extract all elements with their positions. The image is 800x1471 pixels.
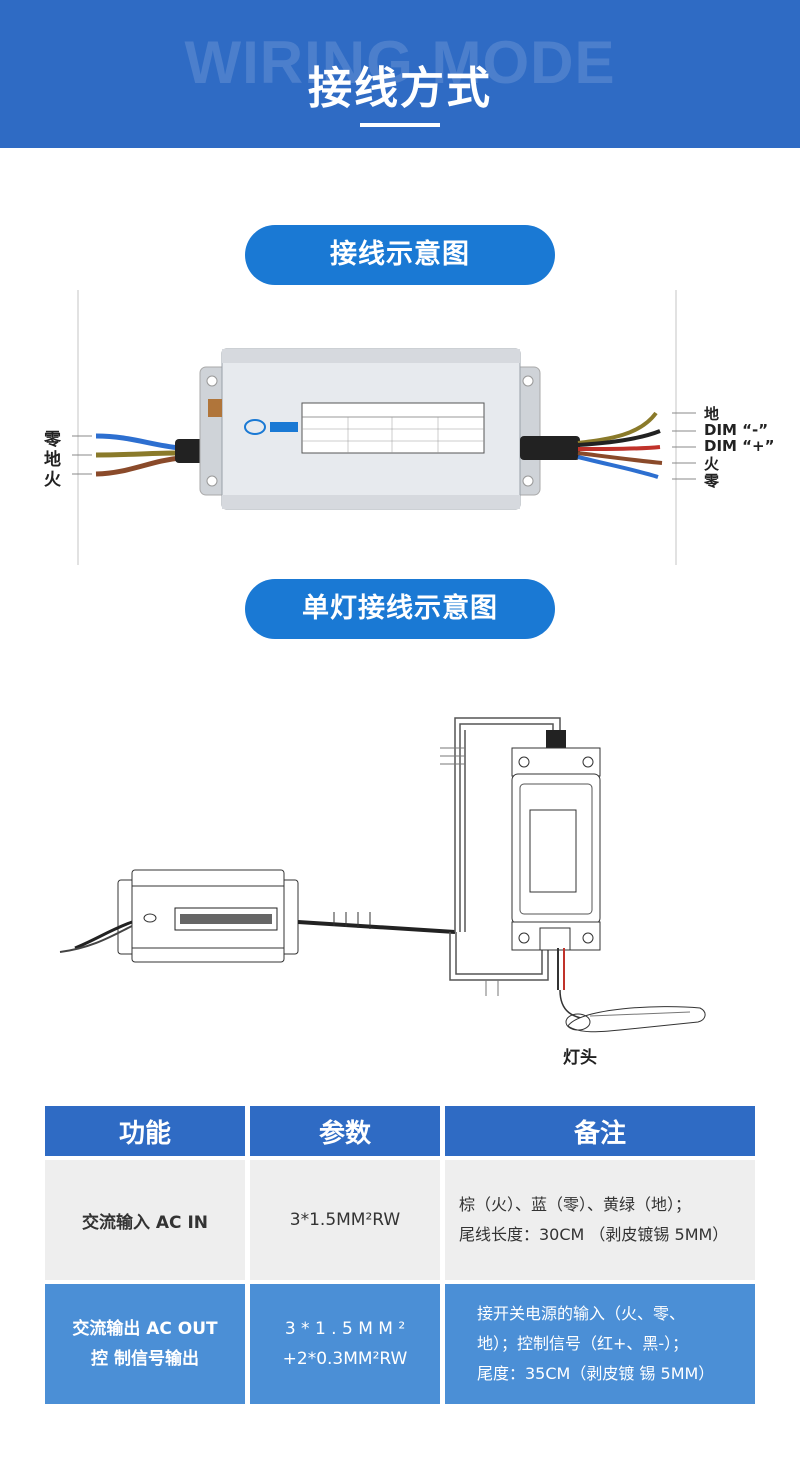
wiring-diagram xyxy=(72,290,696,565)
wire-label-right-live: 火 xyxy=(704,455,720,473)
table-row1-parameter: 3*1.5MM²RW xyxy=(250,1160,440,1280)
wire-label-right-neutral: 零 xyxy=(704,472,720,490)
table-row2-remarks: 接开关电源的输入（火、零、 地）；控制信号（红+、黑-）； 尾度：35CM（剥皮… xyxy=(445,1284,755,1404)
section-title-wiring-diagram: 接线示意图 xyxy=(245,225,555,285)
wire-label-right-dim-minus: DIM “-” xyxy=(704,421,769,439)
section-title-single-lamp-diagram: 单灯接线示意图 xyxy=(245,579,555,639)
wire-label-left-ground: 地 xyxy=(44,450,61,470)
table-row1-remarks: 棕（火）、蓝（零）、黄绿（地）； 尾线长度：30CM （剥皮镀锡 5MM） xyxy=(445,1160,755,1280)
table-header-remarks: 备注 xyxy=(445,1106,755,1156)
table-row2-function: 交流输出 AC OUT 控 制信号输出 xyxy=(45,1284,245,1404)
table-row2-parameter: 3 * 1 . 5 M M ² +2*0.3MM²RW xyxy=(250,1284,440,1404)
page-title: 接线方式 xyxy=(308,63,492,114)
lamp-head-label: 灯头 xyxy=(563,1048,597,1068)
table-row1-function: 交流输入 AC IN xyxy=(45,1160,245,1280)
header-watermark-text: WIRING MODE xyxy=(184,29,616,96)
table-header-parameter: 参数 xyxy=(250,1106,440,1156)
table-header-function: 功能 xyxy=(45,1106,245,1156)
title-underline xyxy=(360,123,440,127)
single-lamp-wiring-diagram xyxy=(59,717,706,1033)
wire-label-right-dim-plus: DIM “+” xyxy=(704,437,775,455)
wire-label-right-ground: 地 xyxy=(704,405,720,423)
wire-label-left-neutral: 零 xyxy=(44,430,61,450)
header-banner: WIRING MODE 接线方式 xyxy=(0,0,800,148)
wire-label-left-live: 火 xyxy=(44,470,61,490)
